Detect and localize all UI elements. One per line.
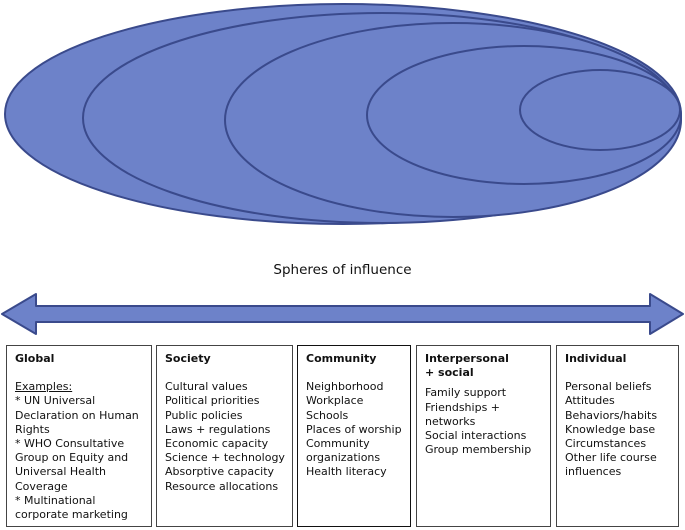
diagram-title: Spheres of influence — [273, 262, 412, 278]
list-item: Family support — [425, 386, 507, 400]
list-item: Public policies — [165, 408, 243, 422]
box-title: Community — [306, 352, 377, 365]
list-item: Neighborhood — [306, 380, 384, 394]
box-title: Global — [15, 352, 55, 365]
box-items: Family support Friendships + networks So… — [425, 386, 544, 457]
list-item: Health literacy — [306, 465, 387, 479]
list-item: Friendships + networks — [425, 400, 501, 428]
box-title: Society — [165, 352, 211, 365]
box-title: Interpersonal + social — [425, 352, 544, 380]
box-interpersonal: Interpersonal + social Family support Fr… — [416, 345, 551, 527]
box-title-main: Interpersonal — [425, 352, 509, 365]
box-title-sub: + social — [425, 366, 474, 380]
list-item: Workplace — [306, 394, 364, 408]
list-item: Circumstances — [565, 437, 647, 451]
list-item: Attitudes — [565, 394, 615, 408]
list-item: Knowledge base — [565, 422, 656, 436]
sphere-individual — [519, 69, 681, 151]
list-item: Community organizations — [306, 437, 381, 465]
list-item: Science + technology — [165, 451, 285, 465]
list-item: Economic capacity — [165, 437, 269, 451]
box-items: * UN Universal Declaration on Human Righ… — [15, 394, 145, 522]
list-item: Other life course influences — [565, 451, 657, 479]
list-item: Places of worship — [306, 422, 402, 436]
list-item: Political priorities — [165, 394, 260, 408]
list-item: * WHO Consultative Group on Equity and U… — [15, 437, 129, 493]
box-items: Neighborhood Workplace Schools Places of… — [306, 380, 404, 479]
box-individual: Individual Personal beliefs Attitudes Be… — [556, 345, 679, 527]
box-global: Global Examples: * UN Universal Declarat… — [6, 345, 152, 527]
box-community: Community Neighborhood Workplace Schools… — [297, 345, 411, 527]
list-item: Behaviors/habits — [565, 408, 658, 422]
spheres-of-influence-ellipses — [4, 3, 682, 225]
examples-label: Examples: — [15, 380, 73, 394]
list-item: Group membership — [425, 443, 532, 457]
list-item: Social interactions — [425, 429, 527, 443]
list-item: Resource allocations — [165, 479, 279, 493]
list-item: Personal beliefs — [565, 380, 652, 394]
list-item: Laws + regulations — [165, 422, 271, 436]
list-item: * UN Universal Declaration on Human Righ… — [15, 394, 139, 436]
list-item: * Multinational corporate marketing — [15, 493, 128, 522]
box-items: Personal beliefs Attitudes Behaviors/hab… — [565, 380, 672, 479]
double-arrow — [1, 293, 684, 335]
box-society: Society Cultural values Political priori… — [156, 345, 293, 527]
list-item: Schools — [306, 408, 349, 422]
box-title: Individual — [565, 352, 627, 365]
box-items: Cultural values Political priorities Pub… — [165, 380, 286, 494]
list-item: Absorptive capacity — [165, 465, 275, 479]
list-item: Cultural values — [165, 380, 248, 394]
